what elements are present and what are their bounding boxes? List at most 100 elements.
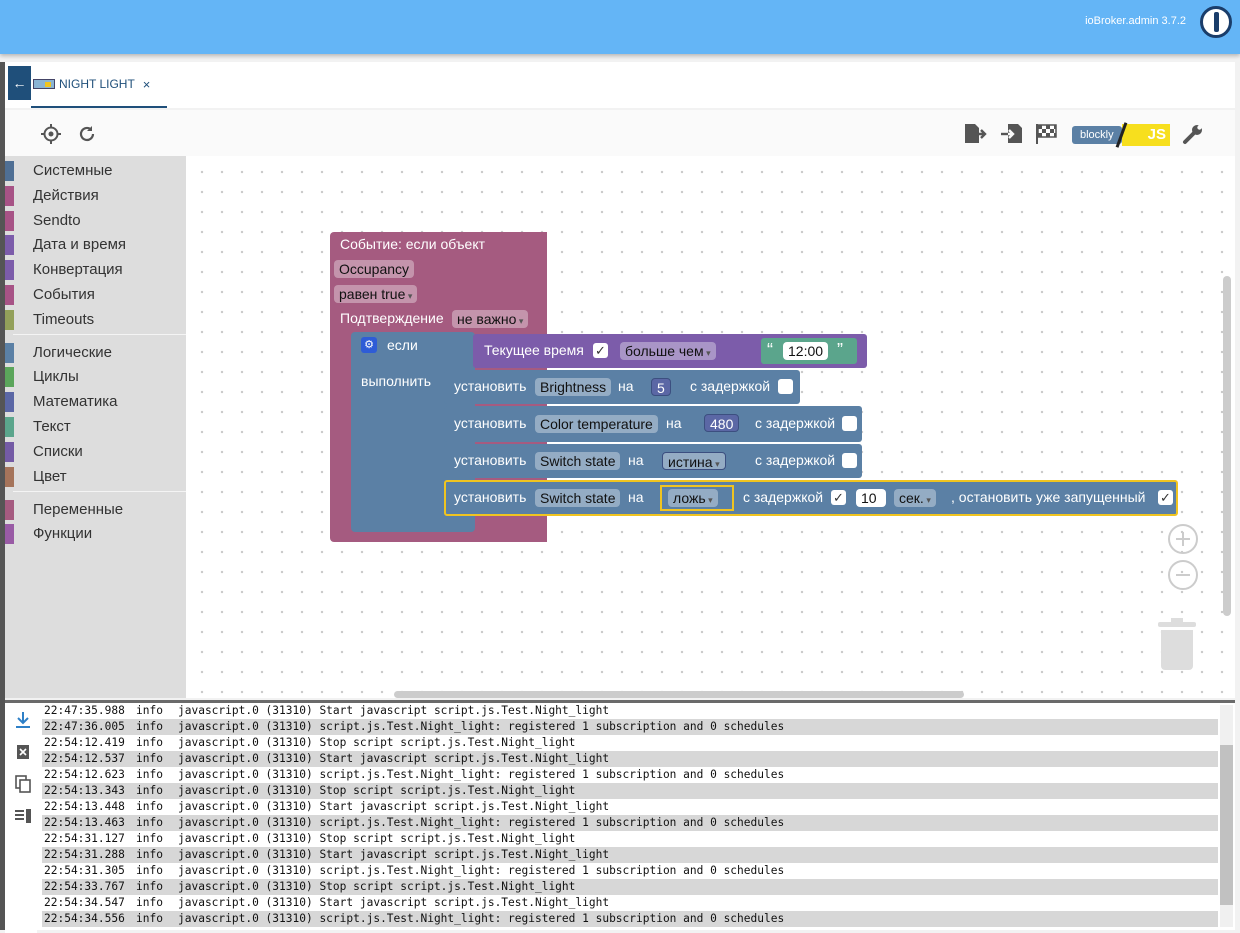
toolbox-category[interactable]: Действия [5, 185, 186, 207]
text-block[interactable]: “ 12:00 ” [761, 338, 857, 364]
set-block-switch-false[interactable]: установить Switch state на ложь с задерж… [444, 480, 1178, 516]
trash-icon[interactable] [1158, 618, 1196, 670]
log-actions [5, 703, 37, 933]
ack-dropdown[interactable]: не важно [452, 310, 529, 328]
delay-checkbox[interactable] [842, 416, 857, 431]
toolbox-category[interactable]: Дата и время [5, 234, 186, 256]
delay-value-field[interactable]: 10 [856, 489, 886, 507]
zoom-out-icon[interactable] [1168, 560, 1198, 590]
toolbox-category[interactable]: Конвертация [5, 259, 186, 281]
event-title: Событие: если объект [340, 236, 486, 252]
toolbox-category[interactable]: Текст [5, 416, 186, 438]
blockly-js-toggle[interactable]: blockly JS [1072, 122, 1170, 148]
blockly-label: blockly [1072, 126, 1122, 144]
value-dropdown[interactable]: ложь [668, 489, 718, 507]
toolbox-category[interactable]: Переменные [5, 499, 186, 521]
on-label: на [628, 489, 644, 505]
value-field[interactable]: 5 [651, 378, 671, 396]
time-value-field[interactable]: 12:00 [783, 342, 829, 360]
back-button[interactable]: ← [8, 66, 31, 100]
log-format-icon[interactable] [14, 807, 32, 825]
version-label: ioBroker.admin 3.7.2 [1085, 15, 1186, 27]
object-field[interactable]: Brightness [535, 378, 612, 396]
time-checkbox[interactable]: ✓ [593, 343, 608, 358]
set-block-brightness[interactable]: установить Brightness на 5 с задержкой [444, 370, 800, 404]
unit-dropdown[interactable]: сек. [894, 489, 936, 507]
workspace-horizontal-scrollbar[interactable] [394, 691, 964, 698]
toolbox-category[interactable]: Timeouts [5, 309, 186, 331]
toolbox-category[interactable]: Sendto [5, 210, 186, 232]
delay-label: с задержкой [755, 415, 836, 431]
delay-checkbox[interactable] [778, 379, 793, 394]
refresh-icon[interactable] [75, 122, 99, 146]
operator-dropdown[interactable]: больше чем [620, 342, 716, 360]
toolbox-category[interactable]: Циклы [5, 366, 186, 388]
blockly-toolbox: Системные Действия Sendto Дата и время К… [5, 156, 186, 698]
clear-log-icon[interactable] [14, 743, 32, 761]
export-icon[interactable] [963, 122, 987, 146]
log-scrollbar[interactable] [1220, 705, 1233, 927]
toolbox-separator [13, 491, 186, 492]
tab-night-light[interactable]: NIGHT LIGHT × [31, 62, 167, 108]
value-dropdown[interactable]: истина [662, 452, 726, 470]
copy-icon[interactable] [14, 775, 32, 793]
locate-icon[interactable] [39, 122, 63, 146]
toolbox-category[interactable]: Математика [5, 391, 186, 413]
stop-label: , остановить уже запущенный [951, 489, 1146, 505]
toolbox-category[interactable]: Логические [5, 342, 186, 364]
time-compare-block[interactable]: Текущее время ✓ больше чем “ 12:00 ” [473, 334, 867, 368]
gear-icon[interactable]: ⚙ [361, 337, 377, 353]
scroll-bottom-icon[interactable] [14, 711, 32, 729]
do-label: выполнить [361, 373, 431, 389]
toolbox-category[interactable]: События [5, 284, 186, 306]
toolbox-category[interactable]: Функции [5, 523, 186, 545]
quote-open: “ [767, 340, 773, 360]
event-condition-dropdown[interactable]: равен true [334, 285, 418, 303]
delay-checkbox[interactable] [842, 453, 857, 468]
value-field[interactable]: 480 [704, 414, 740, 432]
zoom-in-icon[interactable] [1168, 524, 1198, 554]
delay-checkbox[interactable]: ✓ [831, 490, 846, 505]
blockly-workspace[interactable]: Событие: если объект Occupancy равен tru… [186, 156, 1235, 698]
event-object-field[interactable]: Occupancy [334, 260, 415, 278]
app-header: ioBroker.admin 3.7.2 [0, 0, 1240, 54]
log-scrollbar-thumb[interactable] [1220, 745, 1233, 905]
import-icon[interactable] [1000, 122, 1024, 146]
on-label: на [618, 378, 634, 394]
js-label: JS [1122, 124, 1170, 146]
tab-close-icon[interactable]: × [142, 76, 151, 92]
stop-checkbox[interactable]: ✓ [1158, 490, 1173, 505]
flag-icon[interactable] [1035, 122, 1059, 146]
quote-close: ” [837, 340, 843, 360]
set-label: установить [454, 489, 527, 505]
workspace-vertical-scrollbar[interactable] [1223, 276, 1231, 616]
if-label: если [387, 337, 418, 353]
wrench-icon[interactable] [1181, 122, 1205, 146]
blockly-script-icon [33, 79, 55, 89]
toolbox-category[interactable]: Цвет [5, 466, 186, 488]
object-field[interactable]: Switch state [535, 489, 621, 507]
object-field[interactable]: Color temperature [535, 415, 658, 433]
object-field[interactable]: Switch state [535, 452, 621, 470]
toolbox-category[interactable]: Списки [5, 441, 186, 463]
set-label: установить [454, 378, 527, 394]
on-label: на [666, 415, 682, 431]
toolbox-category[interactable]: Системные [5, 160, 186, 182]
set-block-switch-true[interactable]: установить Switch state на истина с заде… [444, 444, 862, 478]
iobroker-logo[interactable] [1200, 6, 1232, 38]
delay-label: с задержкой [755, 452, 836, 468]
set-block-color-temperature[interactable]: установить Color temperature на 480 с за… [444, 406, 862, 442]
